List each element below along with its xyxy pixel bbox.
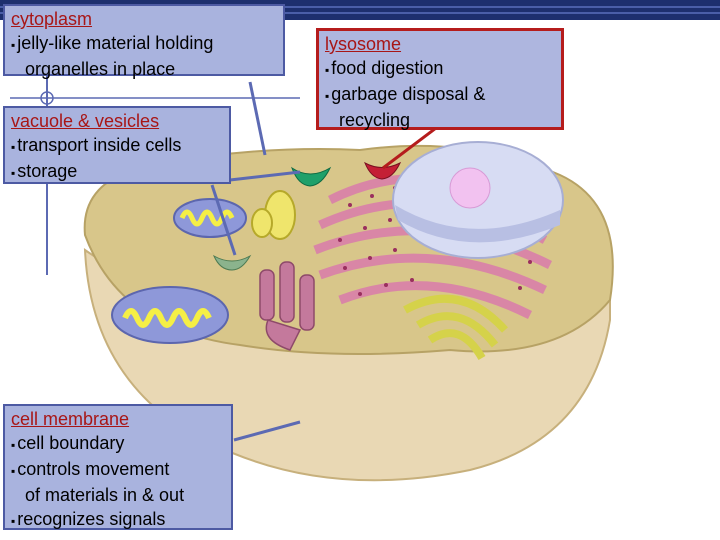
- vacuole-leader-a: [229, 170, 301, 182]
- vacuole-title: vacuole & vesicles: [11, 111, 160, 131]
- lysosome-point-2: garbage disposal &: [325, 82, 555, 108]
- guide-crosshair: [40, 91, 54, 105]
- smooth-er: [259, 261, 315, 351]
- vacuole-point-1: transport inside cells: [11, 133, 223, 159]
- vacuole-leader-b: [210, 184, 237, 256]
- vacuole-callout: vacuole & vesicles transport inside cell…: [3, 106, 231, 184]
- nucleolus: [449, 167, 491, 209]
- cytoplasm-description-cont: organelles in place: [25, 59, 176, 79]
- lysosome-title: lysosome: [325, 34, 402, 54]
- lysosome-callout: lysosome food digestion garbage disposal…: [316, 28, 564, 130]
- cytoplasm-leader: [248, 81, 267, 156]
- lysosome-point-2-cont: recycling: [339, 110, 411, 130]
- centriole: [251, 190, 296, 240]
- lysosome-point-1: food digestion: [325, 56, 555, 82]
- mitochondrion-top: [173, 198, 247, 238]
- lysosome-organelle: [364, 161, 402, 180]
- cell-membrane-callout: cell membrane cell boundary controls mov…: [3, 404, 233, 530]
- cytoplasm-title: cytoplasm: [11, 9, 93, 29]
- vesicle-small: [212, 254, 252, 271]
- cell-membrane-point-3: recognizes signals: [11, 507, 225, 533]
- cell-membrane-point-2-cont: of materials in & out: [25, 485, 185, 505]
- lysosome-leader: [382, 123, 441, 170]
- nucleus-cutaway: [395, 205, 560, 243]
- vesicle-green: [291, 166, 332, 187]
- membrane-leader: [233, 420, 301, 442]
- vacuole-point-2: storage: [11, 159, 223, 185]
- cell-membrane-title: cell membrane: [11, 409, 130, 429]
- cytoplasm-callout: cytoplasm jelly-like material holding or…: [3, 4, 285, 79]
- golgi-apparatus: [403, 294, 508, 361]
- mitochondrion-left: [111, 286, 229, 344]
- cell-membrane-point-2: controls movement: [11, 457, 225, 483]
- cytoplasm-description: jelly-like material holding: [11, 31, 277, 57]
- cell-membrane-point-1: cell boundary: [11, 431, 225, 457]
